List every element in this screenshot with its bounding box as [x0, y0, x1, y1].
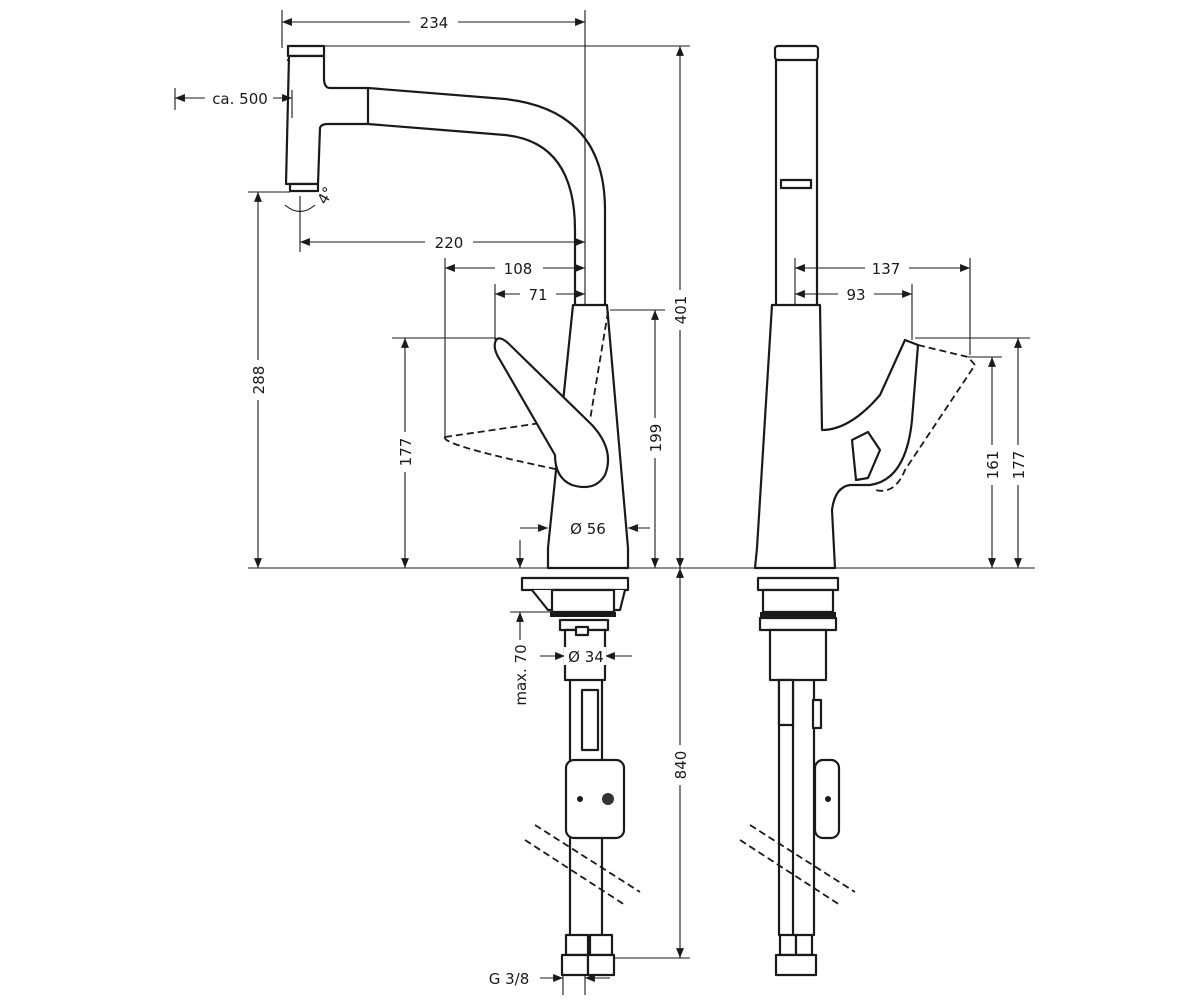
dim-4-deg: 4°: [314, 184, 338, 208]
side-mounting-set: [739, 576, 856, 977]
spray-head: [284, 44, 370, 193]
dim-840: 840: [672, 751, 690, 780]
side-body: [753, 303, 920, 570]
dim-max-70: max. 70: [512, 644, 530, 705]
dim-177-side: 177: [1010, 451, 1028, 480]
dim-g-3-8: G 3/8: [489, 970, 530, 988]
dim-401: 401: [672, 296, 690, 325]
dim-220: 220: [435, 234, 464, 252]
dim-234: 234: [420, 14, 449, 32]
side-lever-alt-position: [874, 344, 977, 492]
dim-108: 108: [504, 260, 533, 278]
dim-137: 137: [872, 260, 901, 278]
dim-71: 71: [528, 286, 547, 304]
dim-177-front: 177: [397, 438, 415, 467]
side-view: [739, 44, 977, 977]
dim-ca-500: ca. 500: [212, 90, 268, 108]
front-view: [284, 44, 641, 977]
dim-199: 199: [647, 424, 665, 453]
dim-288: 288: [250, 366, 268, 395]
dim-diameter-34: Ø 34: [568, 648, 604, 666]
dim-diameter-56: Ø 56: [570, 520, 606, 538]
dim-161: 161: [984, 451, 1002, 480]
mounting-set: [520, 576, 641, 977]
lever: [493, 337, 610, 489]
lever-alt-position: [444, 311, 609, 471]
spout: [366, 86, 607, 307]
dim-93: 93: [846, 286, 865, 304]
